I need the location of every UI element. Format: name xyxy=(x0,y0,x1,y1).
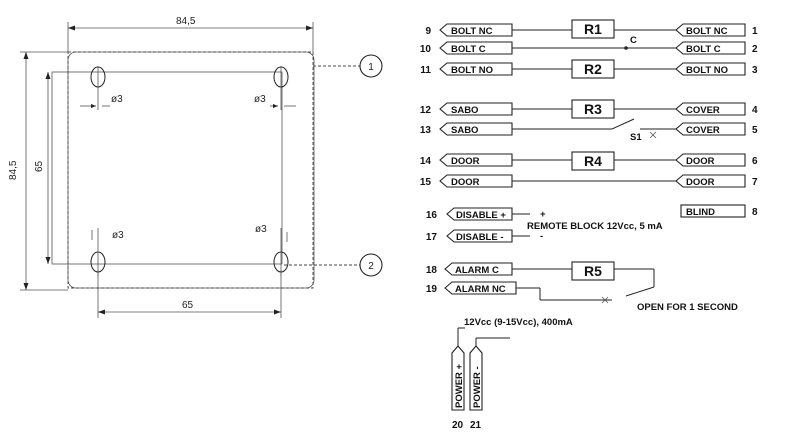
terminal-21-label: POWER - xyxy=(472,366,483,408)
terminal-6-label: DOOR xyxy=(686,156,715,167)
terminal-12-number: 12 xyxy=(420,105,432,116)
relay-r2-label: R2 xyxy=(584,61,602,77)
terminal-21-number: 21 xyxy=(470,420,482,431)
relay-r1-box xyxy=(571,19,615,39)
terminal-4-label: COVER xyxy=(686,105,720,116)
terminal-13-number: 13 xyxy=(420,125,432,136)
board-outline xyxy=(67,51,315,289)
terminal-8-label: BLIND xyxy=(686,207,715,218)
terminal-17-label: DISABLE - xyxy=(456,232,504,243)
terminal-5-label: COVER xyxy=(686,125,720,136)
terminal-1-box xyxy=(675,23,746,37)
terminal-18-number: 18 xyxy=(426,265,438,276)
terminal-21-box xyxy=(469,345,483,411)
relay-boxes: R1 R2 R3 R4 R5 xyxy=(571,19,615,281)
hole-tl-label: ø3 xyxy=(111,94,123,105)
terminal-20-label: POWER + xyxy=(454,363,465,408)
terminal-20-box xyxy=(451,345,465,411)
mounting-hole-tl: ø3 xyxy=(80,66,123,110)
terminal-10-label: BOLT C xyxy=(451,44,486,55)
terminal-14-number: 14 xyxy=(420,156,432,167)
relay-r5-box xyxy=(571,261,615,281)
terminal-15-label: DOOR xyxy=(451,177,480,188)
terminal-2-box xyxy=(675,41,746,55)
hole-br-label: ø3 xyxy=(255,224,267,235)
dim-width-label: 84,5 xyxy=(176,16,196,27)
disable-plus-sign: + xyxy=(540,209,546,220)
terminal-3-box xyxy=(675,62,746,76)
dim-inner-v-label: 65 xyxy=(34,160,45,172)
terminal-16-number: 16 xyxy=(426,210,438,221)
terminal-20-number: 20 xyxy=(452,420,464,431)
terminal-14-label: DOOR xyxy=(451,156,480,167)
mounting-drawing: 84,5 84,5 65 65 ø3 xyxy=(8,16,383,318)
relay-r5-label: R5 xyxy=(584,263,602,279)
terminal-2-number: 2 xyxy=(752,44,758,55)
terminal-1-number: 1 xyxy=(752,26,758,37)
terminal-6-box xyxy=(675,153,746,167)
callout-2-circle xyxy=(359,253,383,277)
terminal-12-label: SABO xyxy=(451,105,478,116)
callout-1-label: 1 xyxy=(368,62,374,73)
terminal-9-number: 9 xyxy=(425,26,431,37)
disable-minus-sign: - xyxy=(540,231,543,242)
terminal-19-label: ALARM NC xyxy=(455,284,506,295)
remote-block-note: REMOTE BLOCK 12Vcc, 5 mA xyxy=(527,221,663,232)
terminal-16-label: DISABLE + xyxy=(456,210,506,221)
dim-inner-h-label: 65 xyxy=(182,300,194,311)
terminal-6-number: 6 xyxy=(752,156,758,167)
terminal-15-number: 15 xyxy=(420,177,432,188)
power-spec-note: 12Vcc (9-15Vcc), 400mA xyxy=(464,317,573,328)
relay-r4-label: R4 xyxy=(584,153,602,169)
terminal-10-number: 10 xyxy=(420,44,432,55)
terminal-11-number: 11 xyxy=(420,65,431,76)
terminal-1-label: BOLT NC xyxy=(686,26,728,37)
terminal-3-label: BOLT NO xyxy=(686,65,728,76)
switch-s1-label: S1 xyxy=(630,132,642,143)
common-mark: C xyxy=(630,35,637,46)
terminal-7-number: 7 xyxy=(752,177,758,188)
power-terminals: POWER + 20 POWER - 21 xyxy=(451,345,483,431)
terminal-17-number: 17 xyxy=(426,232,438,243)
terminal-5-box xyxy=(675,122,746,136)
terminal-8-number: 8 xyxy=(752,207,758,218)
open-for-1-second-note: OPEN FOR 1 SECOND xyxy=(637,302,738,313)
hole-bl-label: ø3 xyxy=(112,230,124,241)
terminal-3-number: 3 xyxy=(752,65,758,76)
hole-pattern-rect xyxy=(51,71,283,265)
mounting-hole-br: ø3 xyxy=(255,224,289,276)
terminal-4-number: 4 xyxy=(752,105,758,116)
dim-height-label: 84,5 xyxy=(8,160,19,180)
left-terminals: 9 BOLT NC 10 BOLT C 11 BOLT NO 12 SABO 1… xyxy=(420,23,517,295)
mounting-hole-bl: ø3 xyxy=(90,228,124,276)
callout-1-circle xyxy=(359,54,383,78)
terminal-7-box xyxy=(675,174,746,188)
terminal-7-label: DOOR xyxy=(686,177,715,188)
callout-2-label: 2 xyxy=(368,261,374,272)
terminal-9-label: BOLT NC xyxy=(451,26,493,37)
relay-r4-box xyxy=(571,151,615,171)
terminal-18-label: ALARM C xyxy=(455,265,499,276)
reference-square xyxy=(67,51,314,289)
hole-tr-label: ø3 xyxy=(254,94,266,105)
terminal-11-label: BOLT NO xyxy=(451,65,493,76)
relay-r1-label: R1 xyxy=(584,21,602,37)
terminal-5-number: 5 xyxy=(752,125,758,136)
terminal-13-label: SABO xyxy=(451,125,478,136)
mounting-hole-tr: ø3 xyxy=(254,66,296,110)
wires: C S1 + - REMOTE BLOCK 12Vcc, 5 mA xyxy=(457,29,738,346)
terminal-2-label: BOLT C xyxy=(686,44,721,55)
terminal-19-number: 19 xyxy=(426,284,438,295)
right-terminals: BOLT NC 1 BOLT C 2 BOLT NO 3 COVER 4 COV… xyxy=(675,23,758,218)
relay-r3-label: R3 xyxy=(584,101,602,117)
terminal-8-box xyxy=(680,204,746,218)
terminal-4-box xyxy=(675,102,746,116)
